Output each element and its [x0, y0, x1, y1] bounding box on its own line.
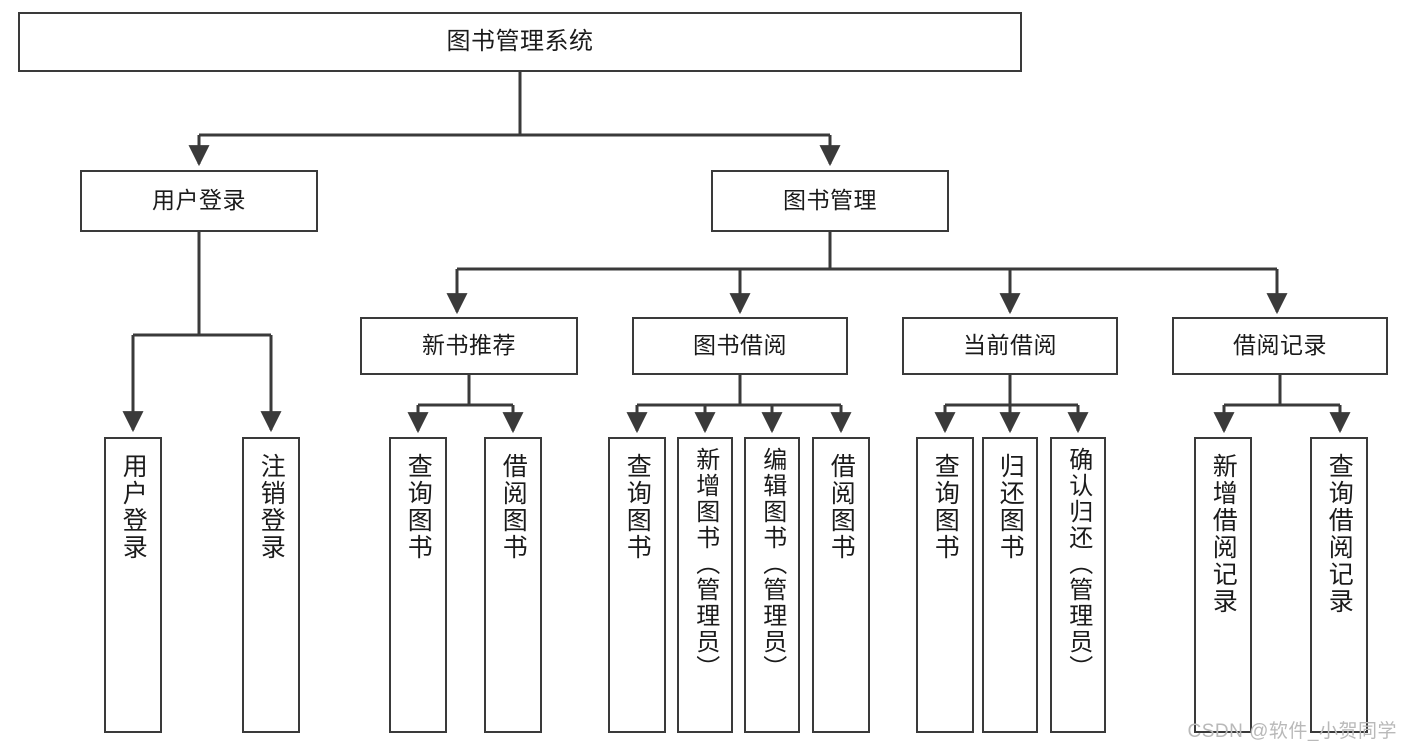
leaf-borrow-query-book-label: 查询图书: [623, 453, 652, 561]
leaf-current-confirm-return-admin-label: 确认归还（管理员）: [1064, 447, 1092, 681]
leaf-recommend-query-book-label: 查询图书: [404, 453, 433, 561]
node-current-borrow-label: 当前借阅: [963, 332, 1057, 359]
node-new-book-recommend[interactable]: 新书推荐: [360, 317, 578, 375]
node-book-management-label: 图书管理: [783, 187, 877, 214]
leaf-record-query-record-label: 查询借阅记录: [1325, 453, 1354, 615]
node-book-borrow[interactable]: 图书借阅: [632, 317, 848, 375]
leaf-borrow-edit-book-admin[interactable]: 编辑图书（管理员）: [744, 437, 800, 733]
leaf-borrow-borrow-book-label: 借阅图书: [827, 453, 856, 561]
leaf-borrow-add-book-admin[interactable]: 新增图书（管理员）: [677, 437, 733, 733]
leaf-record-query-record[interactable]: 查询借阅记录: [1310, 437, 1368, 733]
leaf-recommend-query-book[interactable]: 查询图书: [389, 437, 447, 733]
leaf-record-add-record[interactable]: 新增借阅记录: [1194, 437, 1252, 733]
leaf-borrow-query-book[interactable]: 查询图书: [608, 437, 666, 733]
leaf-borrow-add-book-admin-label: 新增图书（管理员）: [691, 447, 719, 681]
node-user-login[interactable]: 用户登录: [80, 170, 318, 232]
node-current-borrow[interactable]: 当前借阅: [902, 317, 1118, 375]
leaf-current-return-book[interactable]: 归还图书: [982, 437, 1038, 733]
leaf-borrow-edit-book-admin-label: 编辑图书（管理员）: [758, 447, 786, 681]
node-borrow-record-label: 借阅记录: [1233, 332, 1327, 359]
node-book-borrow-label: 图书借阅: [693, 332, 787, 359]
node-user-login-label: 用户登录: [152, 187, 246, 214]
leaf-current-return-book-label: 归还图书: [996, 453, 1025, 561]
node-root[interactable]: 图书管理系统: [18, 12, 1022, 72]
leaf-current-confirm-return-admin[interactable]: 确认归还（管理员）: [1050, 437, 1106, 733]
leaf-current-query-book-label: 查询图书: [931, 453, 960, 561]
leaf-recommend-borrow-book-label: 借阅图书: [499, 453, 528, 561]
leaf-current-query-book[interactable]: 查询图书: [916, 437, 974, 733]
node-book-management[interactable]: 图书管理: [711, 170, 949, 232]
leaf-user-login-login-label: 用户登录: [119, 453, 148, 561]
node-root-label: 图书管理系统: [446, 27, 594, 55]
leaf-user-login-login[interactable]: 用户登录: [104, 437, 162, 733]
leaf-borrow-borrow-book[interactable]: 借阅图书: [812, 437, 870, 733]
node-borrow-record[interactable]: 借阅记录: [1172, 317, 1388, 375]
leaf-record-add-record-label: 新增借阅记录: [1209, 453, 1238, 615]
node-new-book-recommend-label: 新书推荐: [422, 332, 516, 359]
leaf-recommend-borrow-book[interactable]: 借阅图书: [484, 437, 542, 733]
leaf-user-login-logout-label: 注销登录: [257, 453, 286, 561]
leaf-user-login-logout[interactable]: 注销登录: [242, 437, 300, 733]
